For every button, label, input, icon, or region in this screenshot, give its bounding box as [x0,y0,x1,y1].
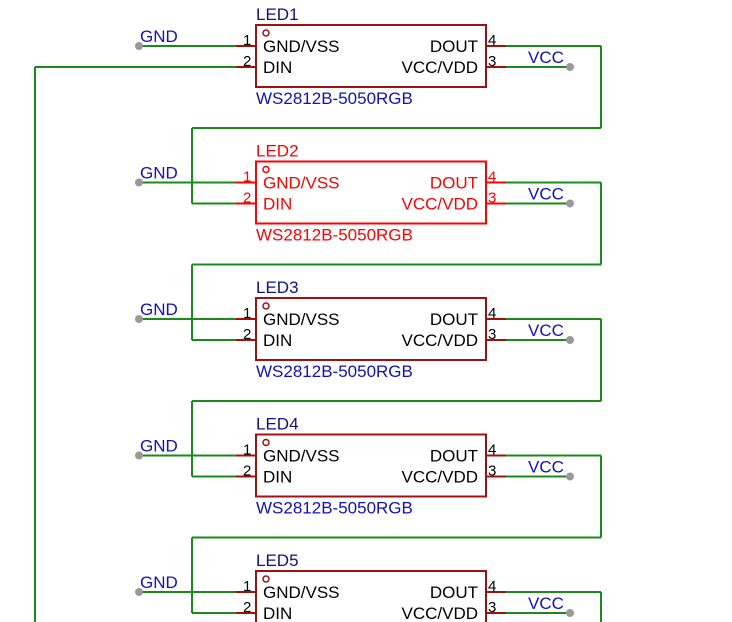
pin-name-gnd-vss: GND/VSS [263,37,340,56]
part-value: WS2812B-5050RGB [256,89,413,108]
part-body-led1[interactable] [255,24,487,88]
pin-name-dout: DOUT [430,310,478,329]
junction-dot [135,315,143,323]
part-reference: LED2 [256,142,299,161]
pin-3-number: 3 [488,190,496,207]
pin1-marker-icon [262,438,270,447]
pin-name-vcc-vdd: VCC/VDD [401,58,478,77]
junction-dot [566,472,574,481]
junction-dot [135,42,143,50]
pin-2-number: 2 [243,326,251,343]
net-label-gnd: GND [140,300,178,319]
junction-dot [566,63,574,71]
pin-name-dout: DOUT [430,583,478,602]
net-label-vcc: VCC [528,321,564,340]
pin-name-din: DIN [263,58,292,77]
pin-name-dout: DOUT [430,447,478,466]
part-body-led3[interactable] [255,297,487,361]
part-reference: LED5 [256,551,299,570]
pin-name-din: DIN [263,331,292,350]
junction-dot [135,178,143,187]
net-label-vcc: VCC [528,48,564,67]
junction-dot [566,199,574,208]
pin-1-number: 1 [243,169,251,186]
pin-name-vcc-vdd: VCC/VDD [401,468,478,487]
pin-1-number: 1 [243,578,251,595]
pin-name-gnd-vss: GND/VSS [263,174,340,193]
pin-1-number: 1 [243,442,251,459]
pin-3-number: 3 [488,326,496,343]
pin-name-din: DIN [263,468,292,487]
pin-name-gnd-vss: GND/VSS [263,447,340,466]
pin-4-number: 4 [488,442,496,459]
part-reference: LED3 [256,278,299,297]
pin-3-number: 3 [488,463,496,480]
pin-4-number: 4 [488,578,496,595]
net-label-vcc: VCC [528,594,564,613]
pin-name-gnd-vss: GND/VSS [263,310,340,329]
part-value: WS2812B-5050RGB [256,362,413,381]
net-label-vcc: VCC [528,185,564,204]
net-label-gnd: GND [140,437,178,456]
net-label-gnd: GND [140,573,178,592]
pin-name-vcc-vdd: VCC/VDD [401,195,478,214]
net-label-vcc: VCC [528,458,564,477]
pin-4-number: 4 [488,32,496,49]
part-body-led4[interactable] [255,433,487,498]
part-value: WS2812B-5050RGB [256,499,413,518]
pin-2-number: 2 [243,53,251,70]
pin-4-number: 4 [488,305,496,322]
part-body-led2[interactable] [255,160,487,225]
pin-2-number: 2 [243,190,251,207]
junction-dot [566,609,574,617]
part-reference: LED4 [256,415,299,434]
junction-dot [566,336,574,344]
pin-name-dout: DOUT [430,174,478,193]
pin-name-gnd-vss: GND/VSS [263,583,340,602]
junction-dot [135,588,143,596]
part-body-led5[interactable] [255,570,487,622]
pin-name-vcc-vdd: VCC/VDD [401,604,478,622]
pin-1-number: 1 [243,32,251,49]
net-label-gnd: GND [140,27,178,46]
pin-1-number: 1 [243,305,251,322]
pin1-marker-icon [262,165,270,174]
pin-2-number: 2 [243,599,251,616]
part-reference: LED1 [256,5,299,24]
pin1-marker-icon [262,575,270,583]
part-value: WS2812B-5050RGB [256,226,413,245]
pin-3-number: 3 [488,53,496,70]
pin-name-din: DIN [263,195,292,214]
pin1-marker-icon [262,29,270,37]
pin-3-number: 3 [488,599,496,616]
pin-name-vcc-vdd: VCC/VDD [401,331,478,350]
pin-name-dout: DOUT [430,37,478,56]
pin1-marker-icon [262,302,270,310]
pin-4-number: 4 [488,169,496,186]
junction-dot [135,451,143,460]
pin-2-number: 2 [243,463,251,480]
pin-name-din: DIN [263,604,292,622]
net-label-gnd: GND [140,164,178,183]
